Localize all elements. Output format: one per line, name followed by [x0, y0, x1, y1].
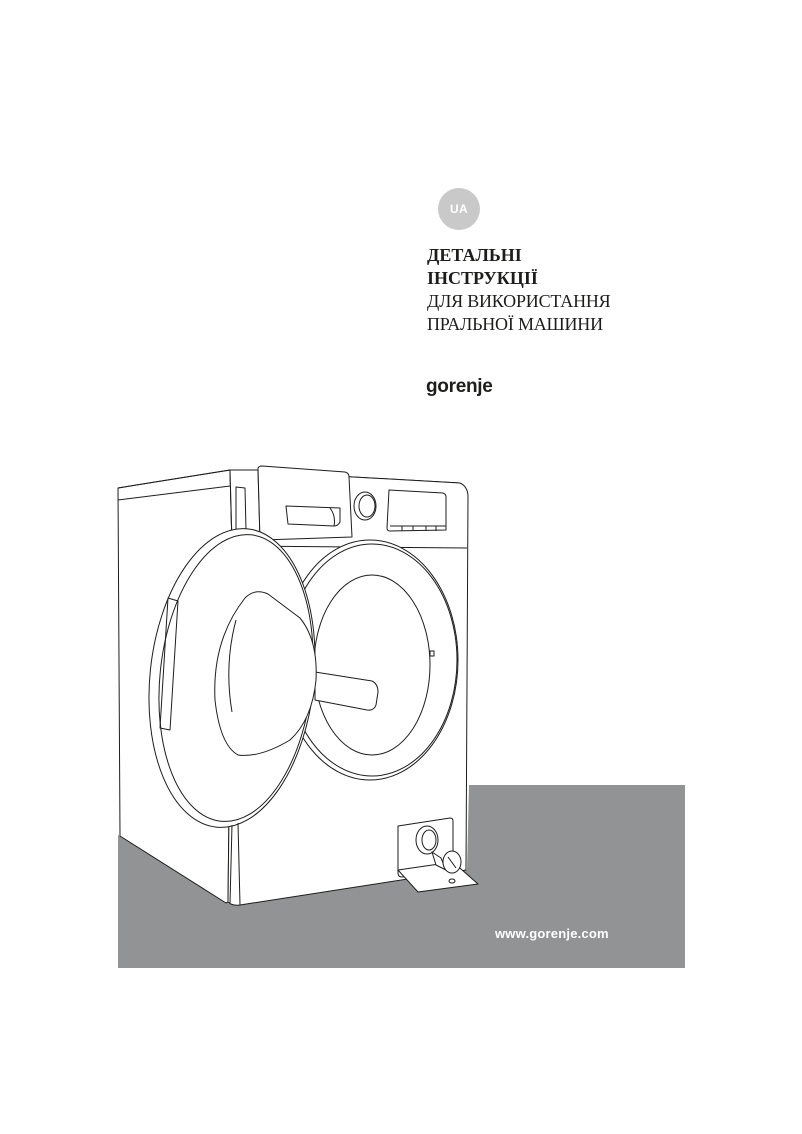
title-line-3: ДЛЯ ВИКОРИСТАННЯ — [427, 291, 611, 311]
detergent-drawer — [257, 465, 353, 541]
title-line-2: ІНСТРУКЦІЇ — [427, 268, 538, 288]
document-title: ДЕТАЛЬНІ ІНСТРУКЦІЇ ДЛЯ ВИКОРИСТАННЯ ПРА… — [427, 244, 611, 336]
control-display — [386, 489, 447, 532]
website-url: www.gorenje.com — [495, 926, 609, 941]
title-line-1: ДЕТАЛЬНІ — [427, 245, 522, 265]
language-code: UA — [450, 202, 468, 216]
door-glass — [214, 591, 317, 756]
program-knob — [353, 491, 377, 521]
brand-logo: gorenje — [426, 376, 493, 397]
title-line-4: ПРАЛЬНОЇ МАШИНИ — [427, 314, 603, 334]
floor-shape — [118, 785, 685, 968]
language-badge: UA — [438, 188, 480, 230]
